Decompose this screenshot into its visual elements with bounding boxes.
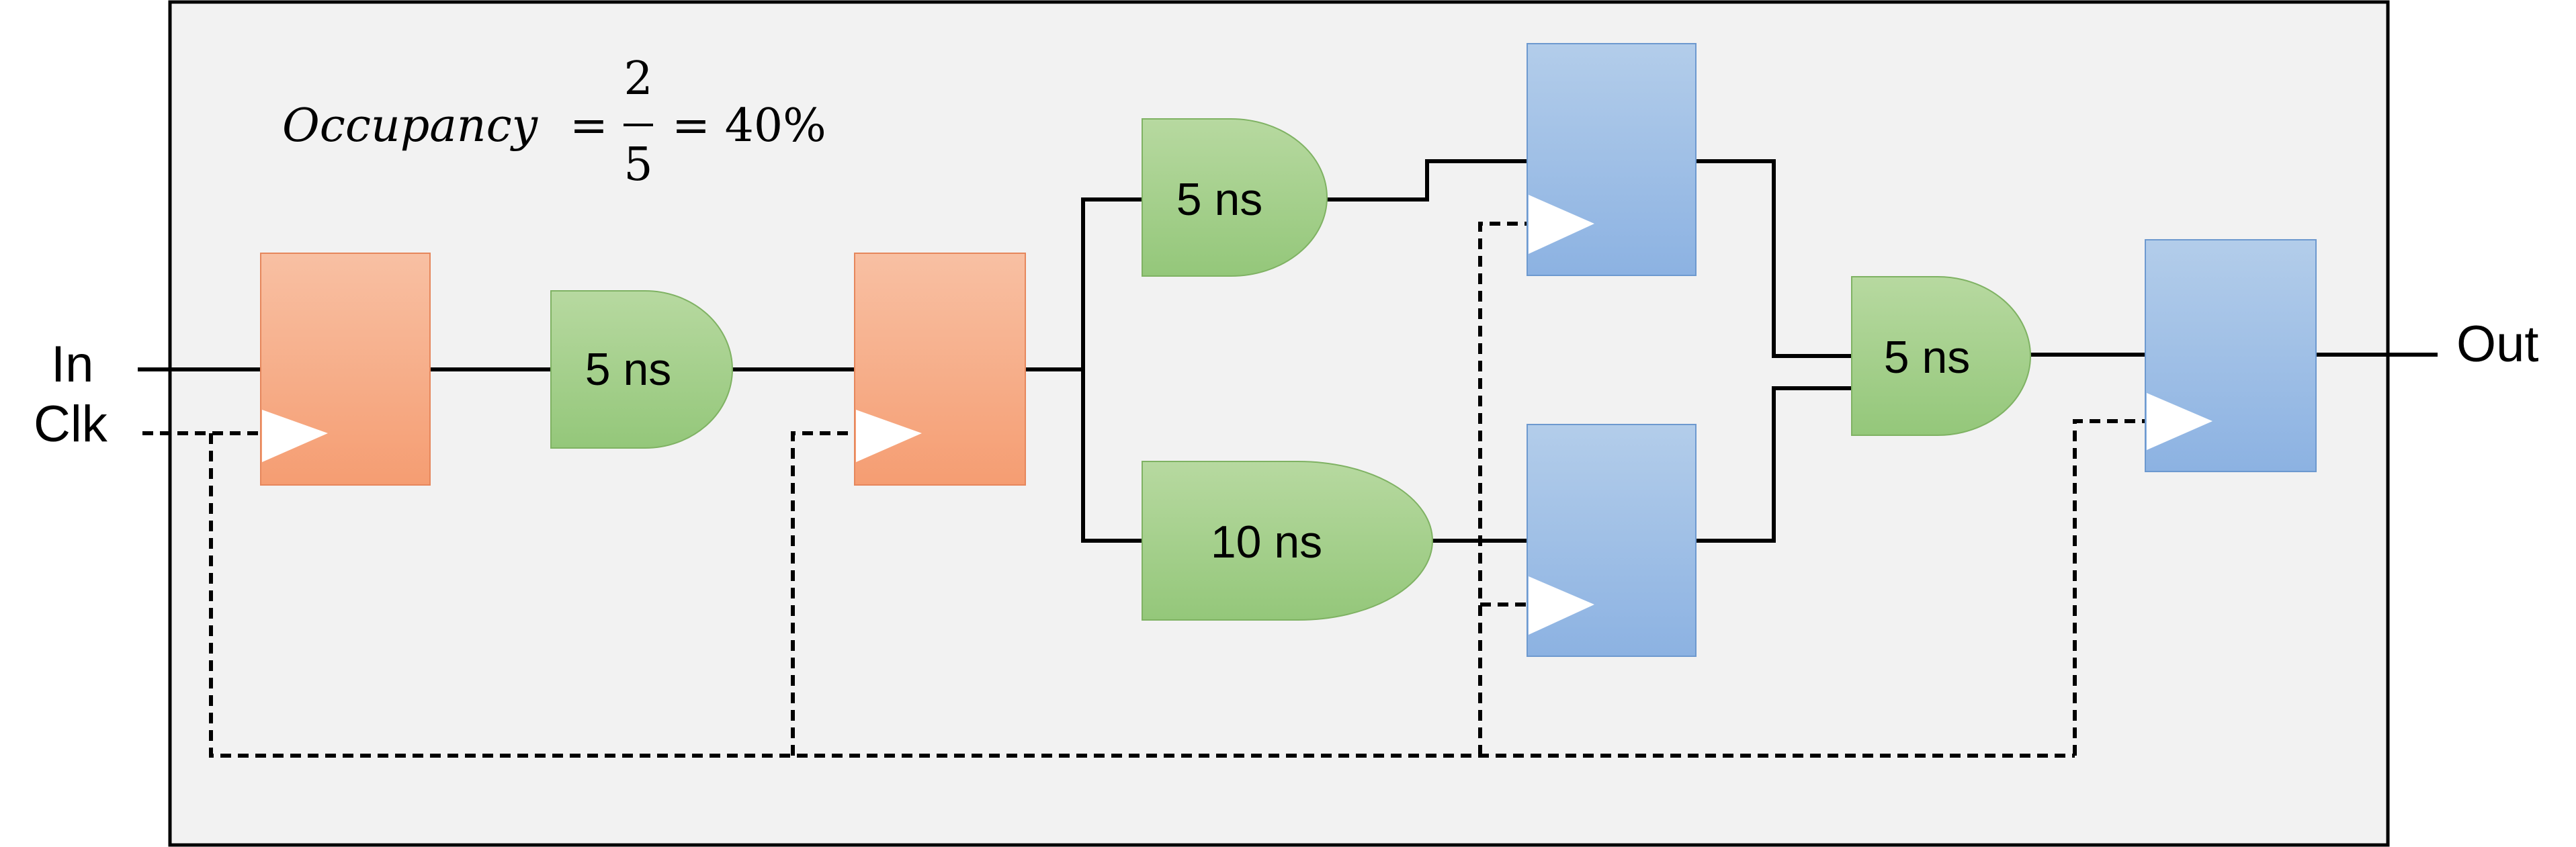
register-top (1527, 43, 1697, 276)
register-1 (260, 253, 431, 486)
wire-reg-bottom-merge (1696, 386, 1852, 543)
wire-split-bottom (1081, 369, 1142, 543)
wire-reg-top-merge (1696, 159, 1852, 358)
gate-merge-delay: 5 ns (1884, 332, 1971, 383)
clock-triangle-icon (856, 410, 922, 462)
formula-lhs: Occupancy (282, 99, 539, 152)
clock-reg-out (2073, 419, 2145, 756)
input-label: In (51, 336, 93, 393)
clock-triangle-icon (2147, 393, 2213, 450)
gate-merge: 5 ns (1851, 276, 2031, 436)
formula-equals: = (570, 99, 608, 152)
gate-bottom: 10 ns (1142, 461, 1433, 621)
formula-result: = 40% (672, 99, 826, 152)
clock-reg-top (1478, 222, 1527, 756)
occupancy-formula: Occupancy = 2 5 = 40% (282, 52, 826, 191)
wire-gate-top-reg (1327, 159, 1527, 202)
clock-triangle-icon (262, 410, 328, 462)
data-wires (138, 159, 2438, 543)
output-label: Out (2456, 316, 2539, 373)
formula-denominator: 5 (624, 138, 652, 191)
clock-triangle-icon (1529, 195, 1594, 254)
register-2 (854, 253, 1026, 486)
register-bottom (1527, 424, 1697, 657)
wire-split-top (1081, 197, 1142, 369)
gate-top-delay: 5 ns (1176, 174, 1263, 225)
formula-numerator: 2 (624, 52, 652, 105)
gate-top: 5 ns (1142, 118, 1328, 277)
clock-bus (209, 433, 2075, 758)
gate-1-delay: 5 ns (585, 344, 672, 395)
clock-wires (142, 222, 2145, 758)
gate-1: 5 ns (550, 290, 733, 449)
gate-bottom-delay: 10 ns (1211, 517, 1322, 568)
clock-label: Clk (34, 396, 108, 453)
clock-triangle-icon (1529, 576, 1594, 635)
register-out (2145, 239, 2317, 472)
clock-reg2 (791, 431, 855, 756)
